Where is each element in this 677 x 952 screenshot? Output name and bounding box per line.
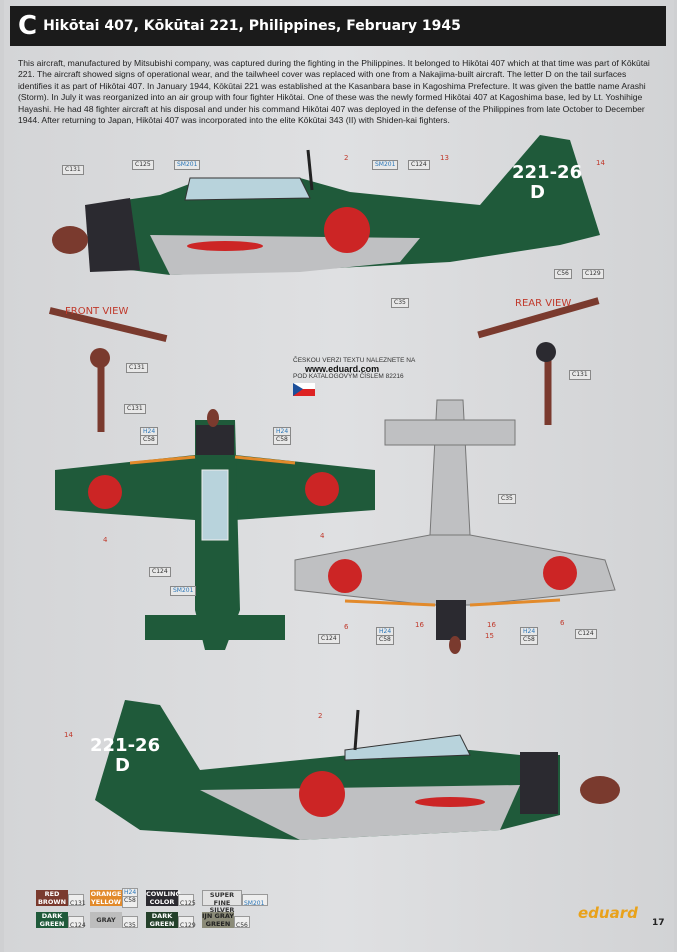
callout-c56: C56	[554, 269, 572, 279]
code-c129: C129	[178, 916, 196, 929]
code-sm201: SM201	[242, 894, 268, 907]
callout-sm201: SM201	[372, 160, 399, 170]
code-c131: C131	[68, 894, 86, 907]
callout-13: 13	[440, 154, 449, 162]
callout-c58: C58	[140, 435, 158, 445]
swatch-dark-green-2: DARK GREEN	[146, 912, 178, 928]
lower-side-view-aircraft: 221-26 D	[90, 700, 620, 840]
code-c58: C58	[122, 896, 138, 908]
callout-14: 14	[596, 159, 605, 167]
code-c125: C125	[178, 894, 196, 907]
callout-4: 4	[320, 532, 325, 540]
callout-16: 16	[487, 621, 496, 629]
bottom-view-aircraft	[294, 399, 616, 654]
callout-c131: C131	[126, 363, 148, 373]
callout-c129: C129	[582, 269, 604, 279]
profile-header: C Hikōtai 407, Kōkūtai 221, Philippines,…	[10, 6, 666, 46]
callout-c124: C124	[575, 629, 597, 639]
callout-15: 15	[485, 632, 494, 640]
side-view-aircraft: 221-26 D	[52, 135, 600, 275]
front-view-propeller	[48, 307, 168, 432]
profile-letter: C	[18, 11, 38, 41]
callout-2: 2	[318, 712, 323, 720]
eduard-url[interactable]: www.eduard.com	[305, 364, 380, 374]
czech-line2: POD KATALOGOVÝM ČÍSLEM 82216	[293, 373, 404, 380]
callout-c124: C124	[408, 160, 430, 170]
code-c124: C124	[68, 916, 86, 929]
code-c35: C35	[122, 916, 138, 929]
profile-title: Hikōtai 407, Kōkūtai 221, Philippines, F…	[43, 18, 461, 34]
callout-c58: C58	[376, 635, 394, 645]
code-c56: C56	[234, 916, 250, 929]
callout-c35: C35	[391, 298, 409, 308]
callout-sm201: SM201	[170, 586, 197, 596]
side-tail-letter: D	[530, 182, 545, 203]
profile-description: This aircraft, manufactured by Mitsubish…	[18, 58, 650, 126]
swatch-dark-green: DARK GREEN	[36, 912, 68, 928]
front-view-label: FRONT VIEW	[65, 306, 129, 317]
czech-note: ČESKOU VERZI TEXTU NALEZNETE NA www.edua…	[293, 357, 415, 381]
callout-2: 2	[344, 154, 349, 162]
callout-sm201: SM201	[174, 160, 201, 170]
callout-c131: C131	[62, 165, 84, 175]
top-view-aircraft	[55, 409, 375, 650]
rear-view-label: REAR VIEW	[515, 298, 572, 309]
callout-16: 16	[415, 621, 424, 629]
swatch-super-fine-silver: SUPER FINE SILVER	[202, 890, 242, 914]
callout-c125: C125	[132, 160, 154, 170]
callout-c131: C131	[569, 370, 591, 380]
side-tail-code: 221-26	[512, 162, 582, 183]
callout-14: 14	[64, 731, 73, 739]
lower-tail-code: 221-26	[90, 735, 160, 756]
eduard-logo: eduard	[578, 904, 638, 922]
callout-4: 4	[103, 536, 108, 544]
page-number: 17	[652, 918, 665, 928]
rear-view-propeller	[477, 297, 600, 425]
czech-line1: ČESKOU VERZI TEXTU NALEZNETE NA	[293, 357, 416, 364]
callout-c58: C58	[273, 435, 291, 445]
swatch-orange-yellow: ORANGE YELLOW	[90, 890, 122, 906]
swatch-cowling-color: COWLING COLOR	[146, 890, 181, 906]
swatch-red-brown: RED BROWN	[36, 890, 68, 906]
swatch-gray: GRAY	[90, 912, 122, 928]
swatch-ijn-gray-green: IJN GRAY GREEN	[202, 912, 234, 928]
callout-c58: C58	[520, 635, 538, 645]
callout-c35: C35	[498, 494, 516, 504]
callout-c124: C124	[318, 634, 340, 644]
lower-tail-letter: D	[115, 755, 130, 776]
callout-c131: C131	[124, 404, 146, 414]
callout-6: 6	[344, 623, 349, 631]
callout-c124: C124	[149, 567, 171, 577]
callout-6: 6	[560, 619, 565, 627]
